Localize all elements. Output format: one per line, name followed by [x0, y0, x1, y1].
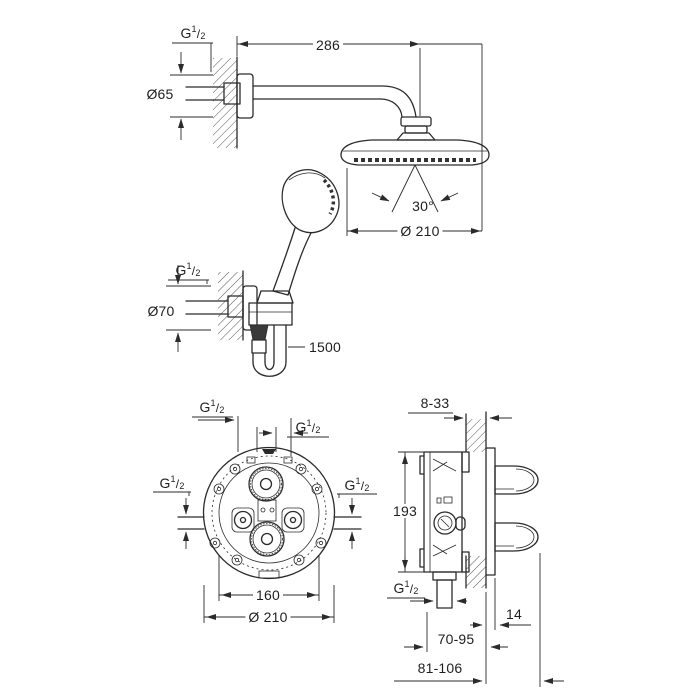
dim-label-210-head: Ø 210 — [397, 224, 443, 238]
hand-shower-holder — [185, 270, 294, 341]
thread-label-front-top-left: G1/2 — [199, 398, 225, 415]
thread-label-valve-outlet: G1/2 — [393, 579, 419, 596]
dim-14 — [470, 578, 531, 684]
thermostat-dial-top — [248, 466, 284, 502]
thread-label-front-top-right: G1/2 — [295, 418, 321, 435]
volume-dial-bottom — [249, 521, 285, 557]
dim-flange-70 — [166, 265, 211, 352]
front-view-top-port-dims — [192, 416, 329, 456]
valve-center-block — [257, 499, 277, 522]
dim-label-286: 286 — [313, 38, 343, 52]
thread-label-front-left: G1/2 — [159, 474, 185, 491]
thread-label-holder: G1/2 — [175, 261, 201, 278]
dim-label-30deg: 30° — [412, 198, 434, 214]
dim-label-70-95: 70-95 — [437, 631, 475, 647]
dim-label-210-plate: Ø 210 — [245, 610, 291, 624]
spray-cone-30deg — [371, 164, 459, 213]
dim-label-14: 14 — [506, 606, 522, 622]
wall-section-side-view — [465, 411, 487, 589]
valve-side-view-body — [419, 451, 470, 609]
thread-label-front-right: G1/2 — [344, 476, 370, 493]
wall-section-arm — [213, 56, 238, 149]
side-fixing-screws — [231, 507, 305, 533]
dim-g-valve-outlet — [387, 597, 467, 604]
dim-label-flange-70: Ø70 — [147, 303, 175, 319]
dim-label-81-106: 81-106 — [417, 660, 463, 676]
dim-flange-65 — [170, 42, 213, 140]
dim-8-33 — [408, 412, 512, 421]
dim-81-106 — [394, 553, 564, 687]
hand-shower — [272, 169, 340, 296]
dim-label-8-33: 8-33 — [420, 395, 450, 411]
shower-hose — [251, 324, 287, 377]
valve-front-view — [202, 446, 336, 580]
dim-70-95 — [404, 612, 508, 652]
dim-286 — [236, 36, 483, 231]
screw-bosses — [209, 449, 327, 579]
thread-label-arm: G1/2 — [180, 24, 206, 41]
dim-label-1500: 1500 — [309, 339, 341, 355]
trim-plate — [485, 447, 496, 576]
dim-label-193: 193 — [390, 504, 420, 518]
dim-label-flange-65: Ø65 — [146, 86, 174, 102]
handles — [494, 465, 539, 552]
shower-head — [340, 139, 490, 166]
front-view-side-port-dims — [153, 491, 377, 549]
dim-label-160: 160 — [253, 588, 283, 602]
